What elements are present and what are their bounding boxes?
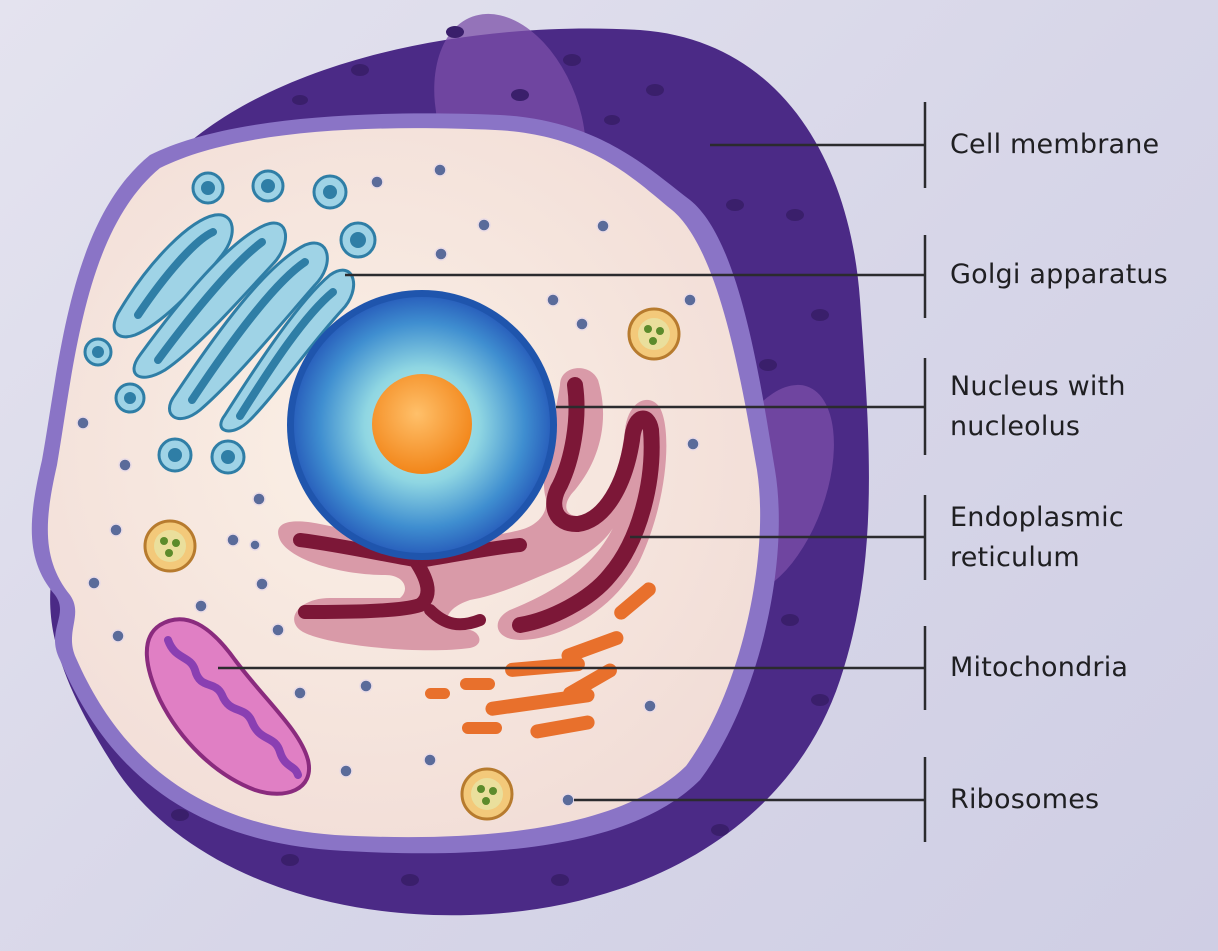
label-nucleus: Nucleus with nucleolus bbox=[950, 367, 1126, 447]
label-mitochondria: Mitochondria bbox=[950, 648, 1128, 688]
label-er-line1: Endoplasmic bbox=[950, 498, 1124, 538]
label-ribosomes-text: Ribosomes bbox=[950, 780, 1099, 820]
nucleolus bbox=[372, 374, 472, 474]
label-er-line2: reticulum bbox=[950, 538, 1124, 578]
label-golgi: Golgi apparatus bbox=[950, 255, 1168, 295]
label-er: Endoplasmic reticulum bbox=[950, 498, 1124, 578]
label-nucleus-line1: Nucleus with bbox=[950, 367, 1126, 407]
label-nucleus-line2: nucleolus bbox=[950, 407, 1126, 447]
label-mitochondria-text: Mitochondria bbox=[950, 648, 1128, 688]
label-golgi-text: Golgi apparatus bbox=[950, 255, 1168, 295]
label-cell-membrane: Cell membrane bbox=[950, 125, 1159, 165]
label-cell-membrane-text: Cell membrane bbox=[950, 125, 1159, 165]
label-ribosomes: Ribosomes bbox=[950, 780, 1099, 820]
